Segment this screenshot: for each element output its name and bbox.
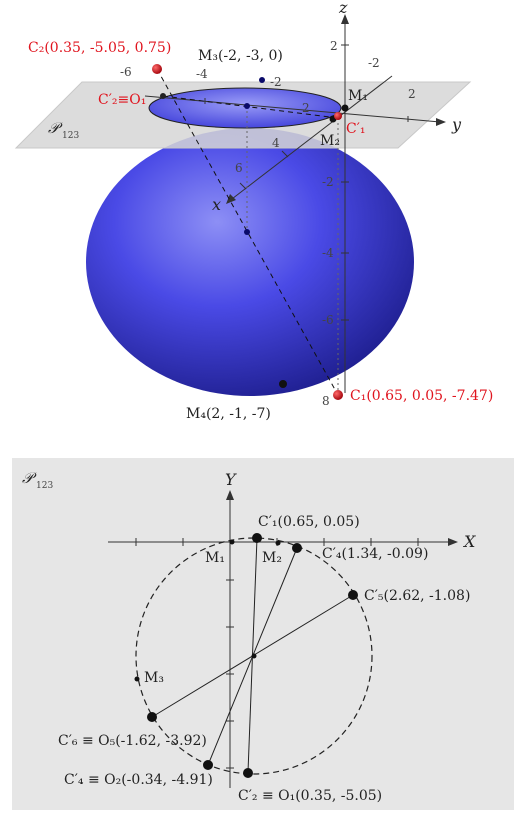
label-b-M2: M₂	[262, 550, 282, 566]
z-arrow	[341, 14, 349, 24]
label-b-M1: M₁	[205, 550, 225, 566]
pt-O1	[243, 768, 253, 778]
plane-label-top-sub: 123	[62, 131, 79, 141]
point-M1	[341, 104, 349, 112]
plane-label-bottom-sub: 123	[36, 481, 53, 491]
label-M3: M₃(-2, -3, 0)	[198, 48, 283, 64]
tick-y-neg6: -6	[120, 65, 132, 79]
tick-x-neg2: -2	[270, 75, 282, 89]
x-arrow	[226, 194, 236, 204]
label-b-C2p-O1: C′₂ ≡ O₁(0.35, -5.05)	[238, 788, 382, 804]
tick-x-8: 8	[322, 394, 330, 408]
label-b-C4p: C′₄(1.34, -0.09)	[322, 546, 428, 562]
label-C1: C₁(0.65, 0.05, -7.47)	[350, 388, 493, 404]
point-center	[244, 229, 250, 235]
label-C2: C₂(0.35, -5.05, 0.75)	[28, 40, 171, 56]
label-M1: M₁	[348, 88, 368, 104]
axis-label-z: z	[338, 0, 348, 17]
label-M4: M₄(2, -1, -7)	[186, 406, 271, 422]
tick-y-neg4: -4	[196, 67, 208, 81]
pt-C5p	[348, 590, 358, 600]
tick-z-2: 2	[330, 39, 338, 53]
pt-O2	[203, 760, 213, 770]
label-b-C1p: C′₁(0.65, 0.05)	[258, 514, 360, 530]
y-arrow	[436, 118, 446, 126]
label-C2p-O1: C′₂≡O₁	[98, 92, 146, 108]
pt-M2	[275, 540, 281, 546]
top-3d-figure: 2 -2 -4 -6 -6 -4 -2 2 -2 2 4 6 8 z y x 𝒫…	[14, 0, 493, 422]
axis-label-Y: Y	[225, 470, 237, 489]
point-C1p	[334, 112, 342, 120]
label-b-C4p-O2: C′₄ ≡ O₂(-0.34, -4.91)	[64, 772, 213, 788]
label-M2: M₂	[320, 133, 340, 149]
point-M3	[259, 77, 265, 83]
sphere	[86, 128, 414, 396]
X-arrow	[448, 538, 458, 546]
axis-label-x: x	[212, 195, 221, 214]
pt-M3	[134, 676, 140, 682]
Y-ticks	[226, 579, 234, 769]
dashed-O1-M1	[162, 95, 339, 119]
point-C1	[333, 390, 343, 400]
point-C2	[152, 64, 162, 74]
bottom-panel	[12, 458, 514, 810]
pt-center	[251, 653, 257, 659]
bottom-2d-figure: 𝒫 123 X Y	[12, 458, 514, 810]
dashed-C2-C1	[156, 68, 339, 396]
label-b-C5p: C′₅(2.62, -1.08)	[364, 588, 470, 604]
axis-label-X: X	[462, 532, 476, 551]
label-C1p: C′₁	[346, 121, 366, 137]
Y-arrow	[226, 490, 234, 500]
tick-x-2: 2	[302, 101, 310, 115]
tick-z-neg6: -6	[322, 313, 334, 327]
point-O1	[160, 93, 166, 99]
tick-z-neg2: -2	[322, 175, 334, 189]
pt-C1p	[252, 533, 262, 543]
pt-C4p	[292, 543, 302, 553]
z-ticks	[341, 44, 349, 321]
label-b-M3: M₃	[144, 670, 164, 686]
point-center-top	[244, 103, 250, 109]
pt-M1	[229, 539, 235, 545]
point-M4	[279, 380, 287, 388]
pt-O5	[147, 712, 157, 722]
axis-label-y: y	[451, 115, 462, 134]
x-ticks	[239, 150, 289, 190]
tick-y-neg2: -2	[368, 56, 380, 70]
y-ticks	[204, 98, 409, 122]
x-axis	[227, 75, 393, 203]
tick-x-4: 4	[272, 136, 280, 150]
tick-x-6: 6	[235, 161, 243, 175]
label-b-C6p-O5: C′₆ ≡ O₅(-1.62, -3.92)	[58, 733, 207, 749]
tick-y-2: 2	[408, 87, 416, 101]
tick-z-neg4: -4	[322, 246, 334, 260]
